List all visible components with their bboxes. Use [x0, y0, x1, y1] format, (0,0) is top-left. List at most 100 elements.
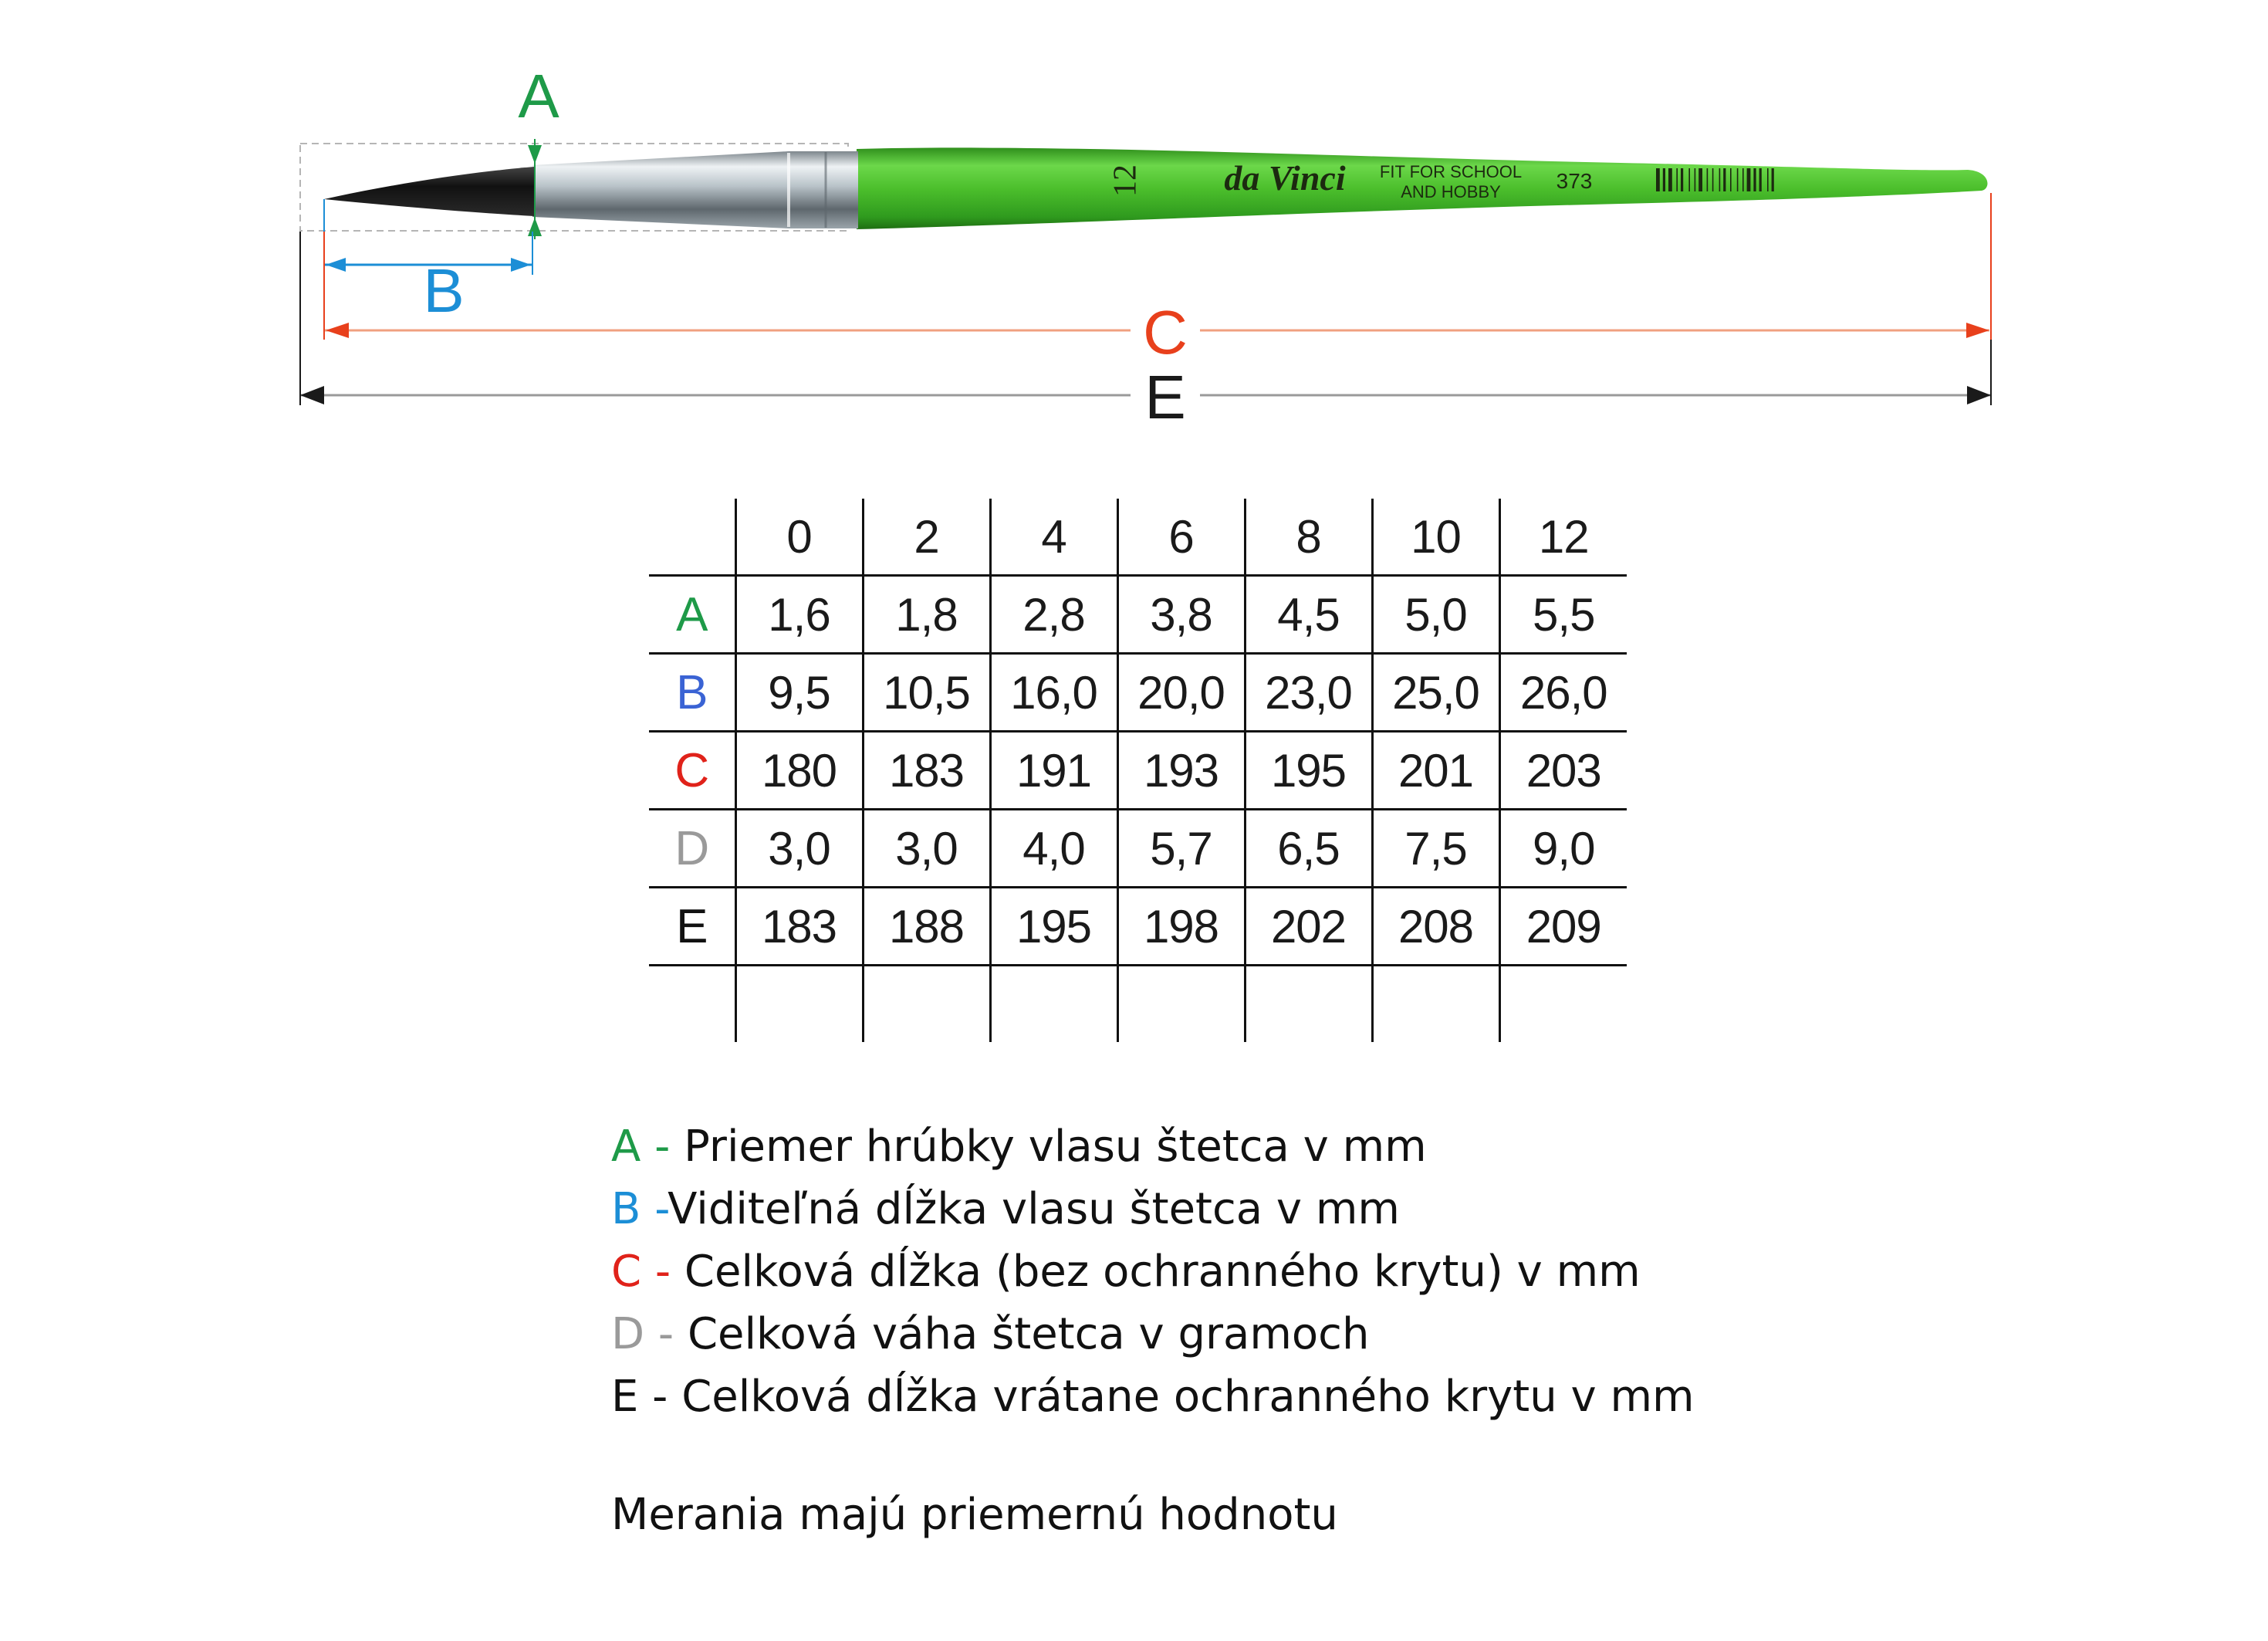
table-cell: 20,0 [1117, 653, 1246, 733]
row-label-d: D [649, 809, 737, 888]
table-cell: 9,0 [1499, 809, 1627, 888]
table-header-row: 0 2 4 6 8 10 12 [649, 499, 1627, 577]
legend-key: B - [611, 1184, 668, 1234]
barcode-bar [1723, 168, 1726, 191]
table-cell: 3,0 [735, 809, 864, 888]
dimension-label-e: E [1144, 363, 1185, 431]
table-cell: 188 [863, 887, 992, 966]
table-cell: 195 [1245, 731, 1374, 810]
table-row-a: A 1,6 1,8 2,8 3,8 4,5 5,0 5,5 [649, 575, 1627, 655]
brush-size-table: 0 2 4 6 8 10 12 A 1,6 1,8 2,8 3,8 4,5 5,… [649, 499, 1627, 1042]
column-header-size: 12 [1499, 499, 1627, 577]
table-row-c: C 180 183 191 193 195 201 203 [649, 731, 1627, 810]
column-header-size: 2 [863, 499, 992, 577]
brand-tagline: AND HOBBY [1401, 182, 1501, 201]
table-cell [1117, 965, 1246, 1042]
barcode-bar [1742, 168, 1744, 191]
barcode-bar [1759, 168, 1762, 191]
barcode-bar [1712, 168, 1714, 191]
dimension-arrow-e-right [1967, 386, 1991, 404]
size-marking: 12 [1108, 164, 1144, 197]
column-header-size: 6 [1117, 499, 1246, 577]
series-number: 373 [1557, 169, 1593, 193]
table-row-d: D 3,0 3,0 4,0 5,7 6,5 7,5 9,0 [649, 809, 1627, 888]
barcode-bar [1698, 168, 1702, 191]
table-cell: 5,0 [1372, 575, 1501, 655]
barcode-bar [1746, 168, 1751, 191]
table-cell: 2,8 [990, 575, 1119, 655]
table-cell: 201 [1372, 731, 1501, 810]
table-cell: 5,7 [1117, 809, 1246, 888]
dimension-arrow-b-right [511, 258, 531, 272]
dimension-arrow-a-bottom [528, 218, 542, 236]
table-cell: 198 [1117, 887, 1246, 966]
table-cell: 193 [1117, 731, 1246, 810]
dimension-label-c: C [1143, 298, 1188, 367]
dimension-arrow-a-top [528, 145, 542, 164]
legend-item-a: A - Priemer hrúbky vlasu štetca v mm [611, 1115, 1695, 1178]
table-cell: 183 [863, 731, 992, 810]
barcode-bar [1681, 168, 1684, 191]
table-cell [735, 965, 864, 1042]
barcode-bar [1694, 168, 1696, 191]
table-cell: 180 [735, 731, 864, 810]
brush-hair [324, 167, 534, 216]
barcode-bar [1767, 168, 1769, 191]
column-header-size: 8 [1245, 499, 1374, 577]
brush-dimension-diagram: 12 da Vinci FIT FOR SCHOOL AND HOBBY 373… [299, 62, 1992, 431]
table-cell [990, 965, 1119, 1042]
table-cell: 208 [1372, 887, 1501, 966]
table-cell: 10,5 [863, 653, 992, 733]
legend-text: Celková dĺžka (bez ochranného krytu) v m… [671, 1247, 1641, 1297]
legend-key: D - [611, 1309, 674, 1359]
table-cell [1245, 965, 1374, 1042]
legend-key: A - [611, 1122, 671, 1172]
table-cell: 23,0 [1245, 653, 1374, 733]
table-cell: 4,5 [1245, 575, 1374, 655]
table-cell [863, 965, 992, 1042]
row-label-a: A [649, 575, 737, 655]
barcode-bar [1771, 168, 1774, 191]
table-cell: 16,0 [990, 653, 1119, 733]
table-cell [649, 965, 737, 1042]
barcode-bar [1688, 168, 1690, 191]
table-cell: 3,0 [863, 809, 992, 888]
table-cell: 1,6 [735, 575, 864, 655]
table-cell [1372, 965, 1501, 1042]
legend-item-b: B -Viditeľná dĺžka vlasu štetca v mm [611, 1178, 1695, 1240]
barcode-bar [1736, 168, 1739, 191]
table-corner-cell [649, 499, 737, 577]
barcode-bar [1719, 168, 1721, 191]
barcode-bar [1706, 168, 1709, 191]
table-cell: 183 [735, 887, 864, 966]
table-cell: 3,8 [1117, 575, 1246, 655]
table-row-b: B 9,5 10,5 16,0 20,0 23,0 25,0 26,0 [649, 653, 1627, 733]
legend-text: Celková dĺžka vrátane ochranného krytu v… [668, 1372, 1695, 1422]
brush-handle [857, 147, 1988, 229]
table-cell: 195 [990, 887, 1119, 966]
legend-text: Celková váha štetca v gramoch [674, 1309, 1370, 1359]
table-cell [1499, 966, 1627, 1043]
table-cell: 203 [1499, 731, 1627, 810]
barcode-bar [1662, 168, 1665, 191]
brush-ferrule [532, 151, 858, 228]
dimension-label-a: A [518, 62, 559, 130]
column-header-size: 10 [1372, 499, 1501, 577]
barcode-icon [1656, 168, 1774, 191]
dimension-arrow-c-right [1966, 323, 1989, 338]
legend-text: Priemer hrúbky vlasu štetca v mm [670, 1122, 1427, 1172]
row-label-e: E [649, 887, 737, 966]
dimension-arrow-b-left [326, 258, 346, 272]
table-row-e: E 183 188 195 198 202 208 209 [649, 887, 1627, 966]
legend-key: C - [611, 1247, 671, 1297]
table-cell: 26,0 [1499, 653, 1627, 733]
table-cell: 1,8 [863, 575, 992, 655]
measurement-note: Merania majú priemernú hodnotu [611, 1490, 1338, 1540]
table-cell: 5,5 [1499, 575, 1627, 655]
table-empty-row [649, 965, 1627, 1043]
legend-item-e: E - Celková dĺžka vrátane ochranného kry… [611, 1365, 1695, 1428]
dimension-legend: A - Priemer hrúbky vlasu štetca v mm B -… [611, 1115, 1695, 1428]
barcode-bar [1676, 168, 1678, 191]
column-header-size: 4 [990, 499, 1119, 577]
barcode-bar [1753, 168, 1756, 191]
